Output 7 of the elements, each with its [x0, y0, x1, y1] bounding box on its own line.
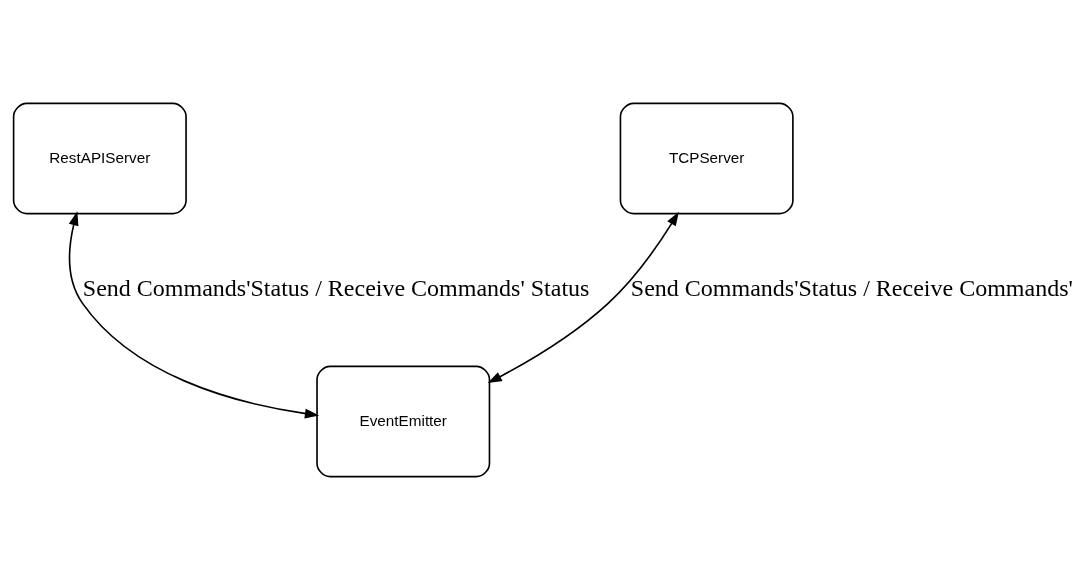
node-box: TCPServer	[619, 102, 794, 215]
node-box: RestAPIServer	[12, 102, 187, 215]
edge-label: Send Commands'Status / Receive Commands'	[630, 275, 1073, 302]
arrow	[487, 211, 679, 384]
node-box: EventEmitter	[316, 365, 491, 478]
arrow	[68, 211, 320, 419]
edge-label: Send Commands'Status / Receive Commands' Status	[82, 275, 590, 302]
